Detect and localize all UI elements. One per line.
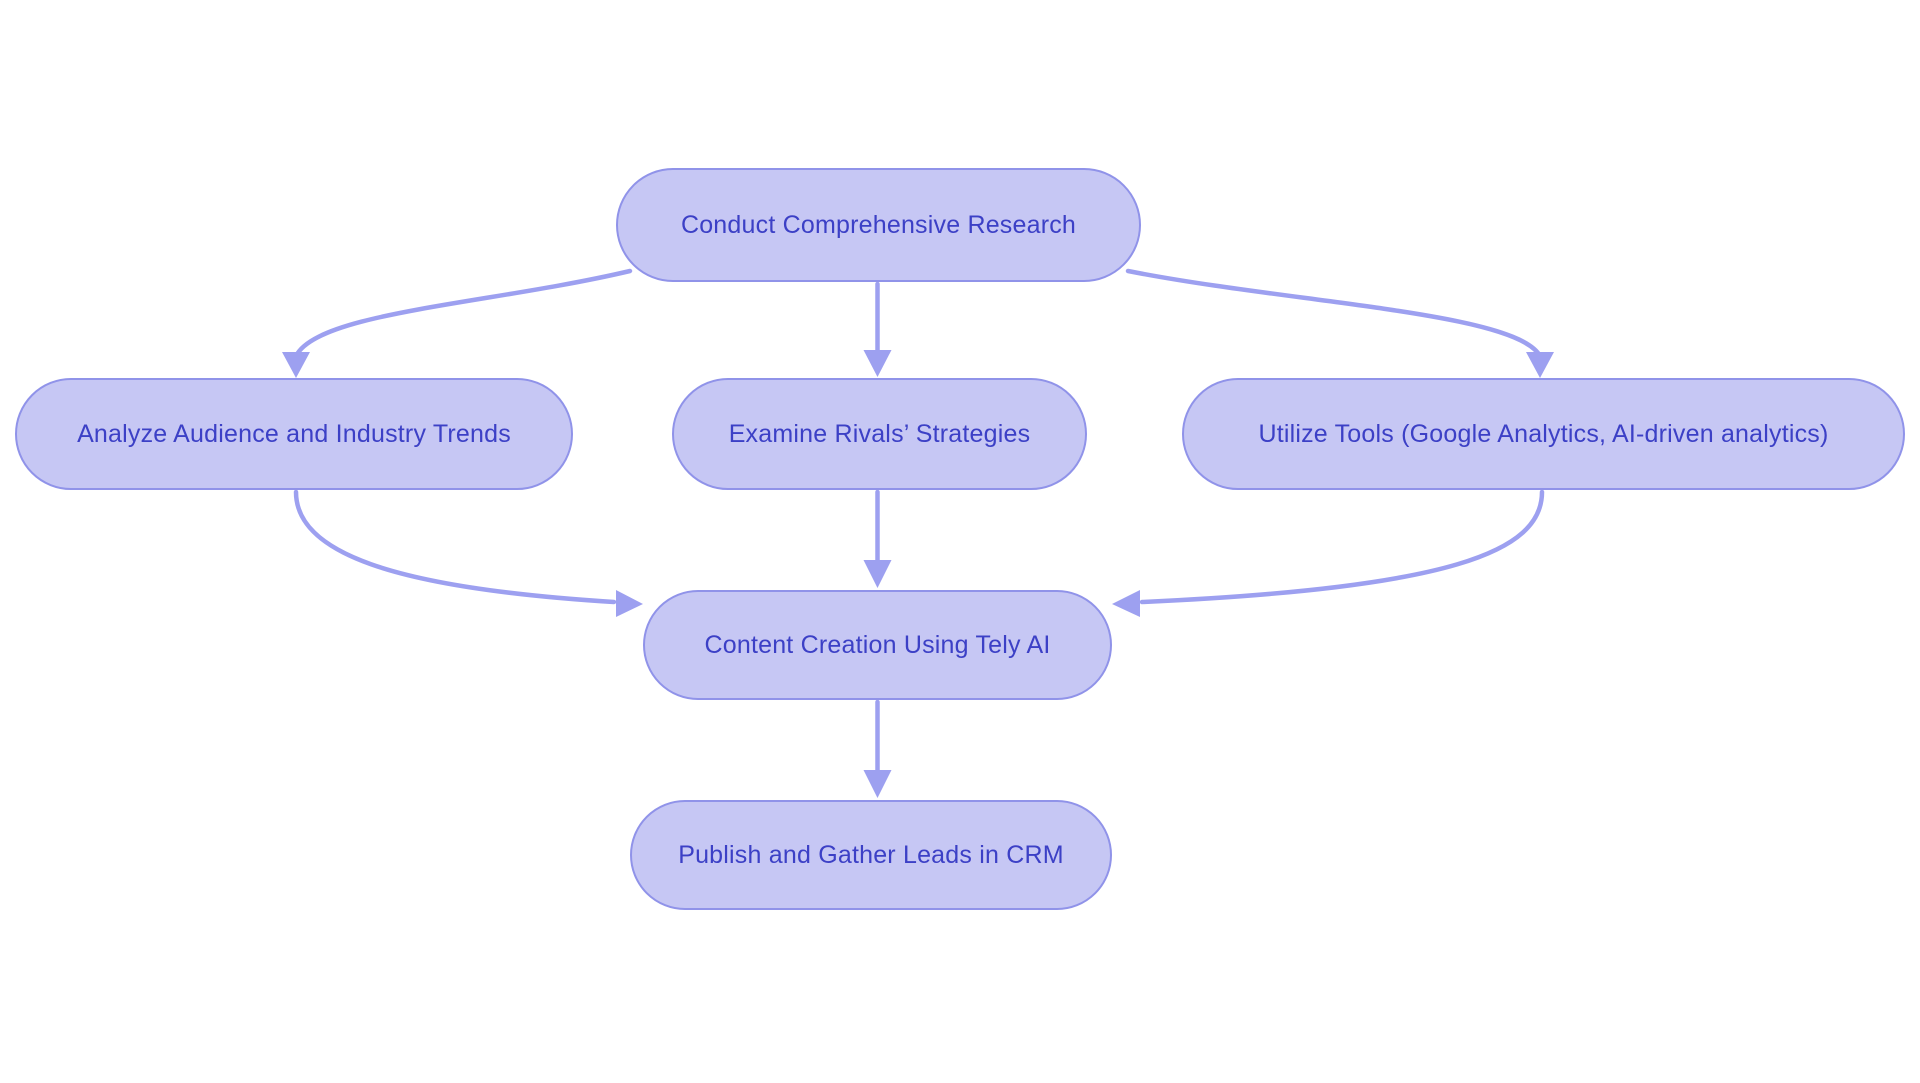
- node-examine-rivals-label: Examine Rivals’ Strategies: [728, 419, 1031, 448]
- node-analyze-audience-label: Analyze Audience and Industry Trends: [77, 419, 511, 448]
- node-utilize-tools: Utilize Tools (Google Analytics, AI-driv…: [1182, 378, 1905, 490]
- edge-content-to-publish: [863, 699, 892, 798]
- edge-analyze-to-content: [293, 489, 643, 617]
- node-conduct-research-label: Conduct Comprehensive Research: [680, 210, 1077, 239]
- node-publish-crm: Publish and Gather Leads in CRM: [630, 800, 1112, 910]
- edge-examine-to-content: [863, 489, 892, 588]
- edge-conduct-to-analyze: [282, 268, 633, 378]
- edge-utilize-to-content: [1112, 489, 1545, 617]
- edge-conduct-to-utilize: [1125, 268, 1554, 378]
- node-utilize-tools-label: Utilize Tools (Google Analytics, AI-driv…: [1258, 419, 1829, 448]
- node-analyze-audience: Analyze Audience and Industry Trends: [15, 378, 573, 490]
- node-content-creation: Content Creation Using Tely AI: [643, 590, 1112, 700]
- edge-conduct-to-examine: [863, 281, 892, 377]
- node-publish-crm-label: Publish and Gather Leads in CRM: [678, 840, 1064, 869]
- node-conduct-research: Conduct Comprehensive Research: [616, 168, 1141, 282]
- node-content-creation-label: Content Creation Using Tely AI: [704, 630, 1051, 659]
- node-examine-rivals: Examine Rivals’ Strategies: [672, 378, 1087, 490]
